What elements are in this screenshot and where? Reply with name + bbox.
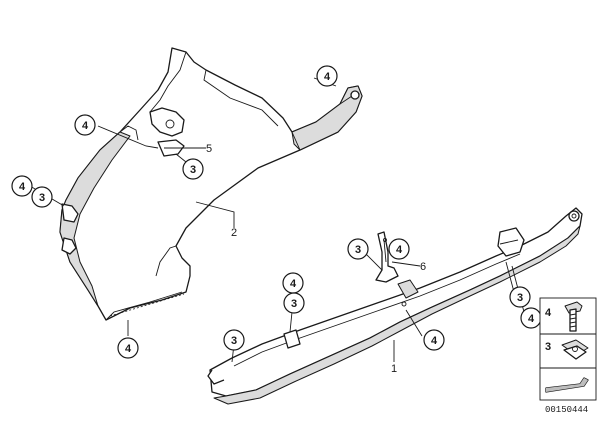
legend-item-number: 4: [545, 307, 552, 319]
callout-bracket-4[interactable]: 4: [388, 238, 410, 260]
callout-number: 3: [39, 192, 45, 204]
legend-item-number: 3: [545, 341, 551, 353]
callout-bottom-left-4[interactable]: 4: [117, 337, 139, 359]
callout-far-left-3[interactable]: 3: [31, 186, 53, 208]
part-label-1: 1: [391, 363, 397, 375]
part-label-2: 2: [231, 227, 237, 239]
callout-right-3[interactable]: 3: [509, 286, 531, 308]
callout-far-left-4[interactable]: 4: [11, 175, 33, 197]
callout-number: 3: [517, 292, 523, 304]
callout-number: 4: [82, 120, 89, 132]
callout-number: 4: [324, 71, 331, 83]
callout-number: 3: [291, 298, 297, 310]
callout-number: 4: [431, 335, 438, 347]
callout-number: 4: [19, 181, 26, 193]
callout-top-right[interactable]: 4: [316, 65, 338, 87]
part-label-5: 5: [206, 143, 212, 155]
trim-profile-icon: [545, 377, 589, 393]
callout-mid-upper-3[interactable]: 3: [283, 292, 305, 314]
part-number-labels: 2 1 5 6: [206, 143, 426, 375]
trim-strip-lower: [207, 207, 583, 405]
callout-number: 4: [396, 244, 403, 256]
screw-icon: [564, 301, 583, 332]
clip-nut-icon: [561, 339, 589, 360]
fairing-panel-upper: [59, 47, 363, 321]
callout-number: 3: [190, 164, 196, 176]
callout-number: 4: [290, 278, 297, 290]
callout-number: 4: [125, 343, 132, 355]
bracket-part-6: [375, 231, 399, 283]
callout-upper-mid[interactable]: 3: [182, 158, 204, 180]
callout-right-4[interactable]: 4: [520, 307, 542, 329]
callout-number: 4: [528, 313, 535, 325]
callout-mid-upper-4[interactable]: 4: [282, 272, 304, 294]
callout-bottom-left-3[interactable]: 3: [223, 329, 245, 351]
callout-upper-left[interactable]: 4: [74, 114, 96, 136]
callout-lower-right-mid-4[interactable]: 4: [423, 329, 445, 351]
part-label-6: 6: [420, 261, 426, 273]
callout-bracket-3[interactable]: 3: [347, 238, 369, 260]
callout-number: 3: [355, 244, 361, 256]
parts-legend: 4 3: [539, 297, 597, 401]
callout-number: 3: [231, 335, 237, 347]
diagram-id: 00150444: [545, 405, 588, 415]
